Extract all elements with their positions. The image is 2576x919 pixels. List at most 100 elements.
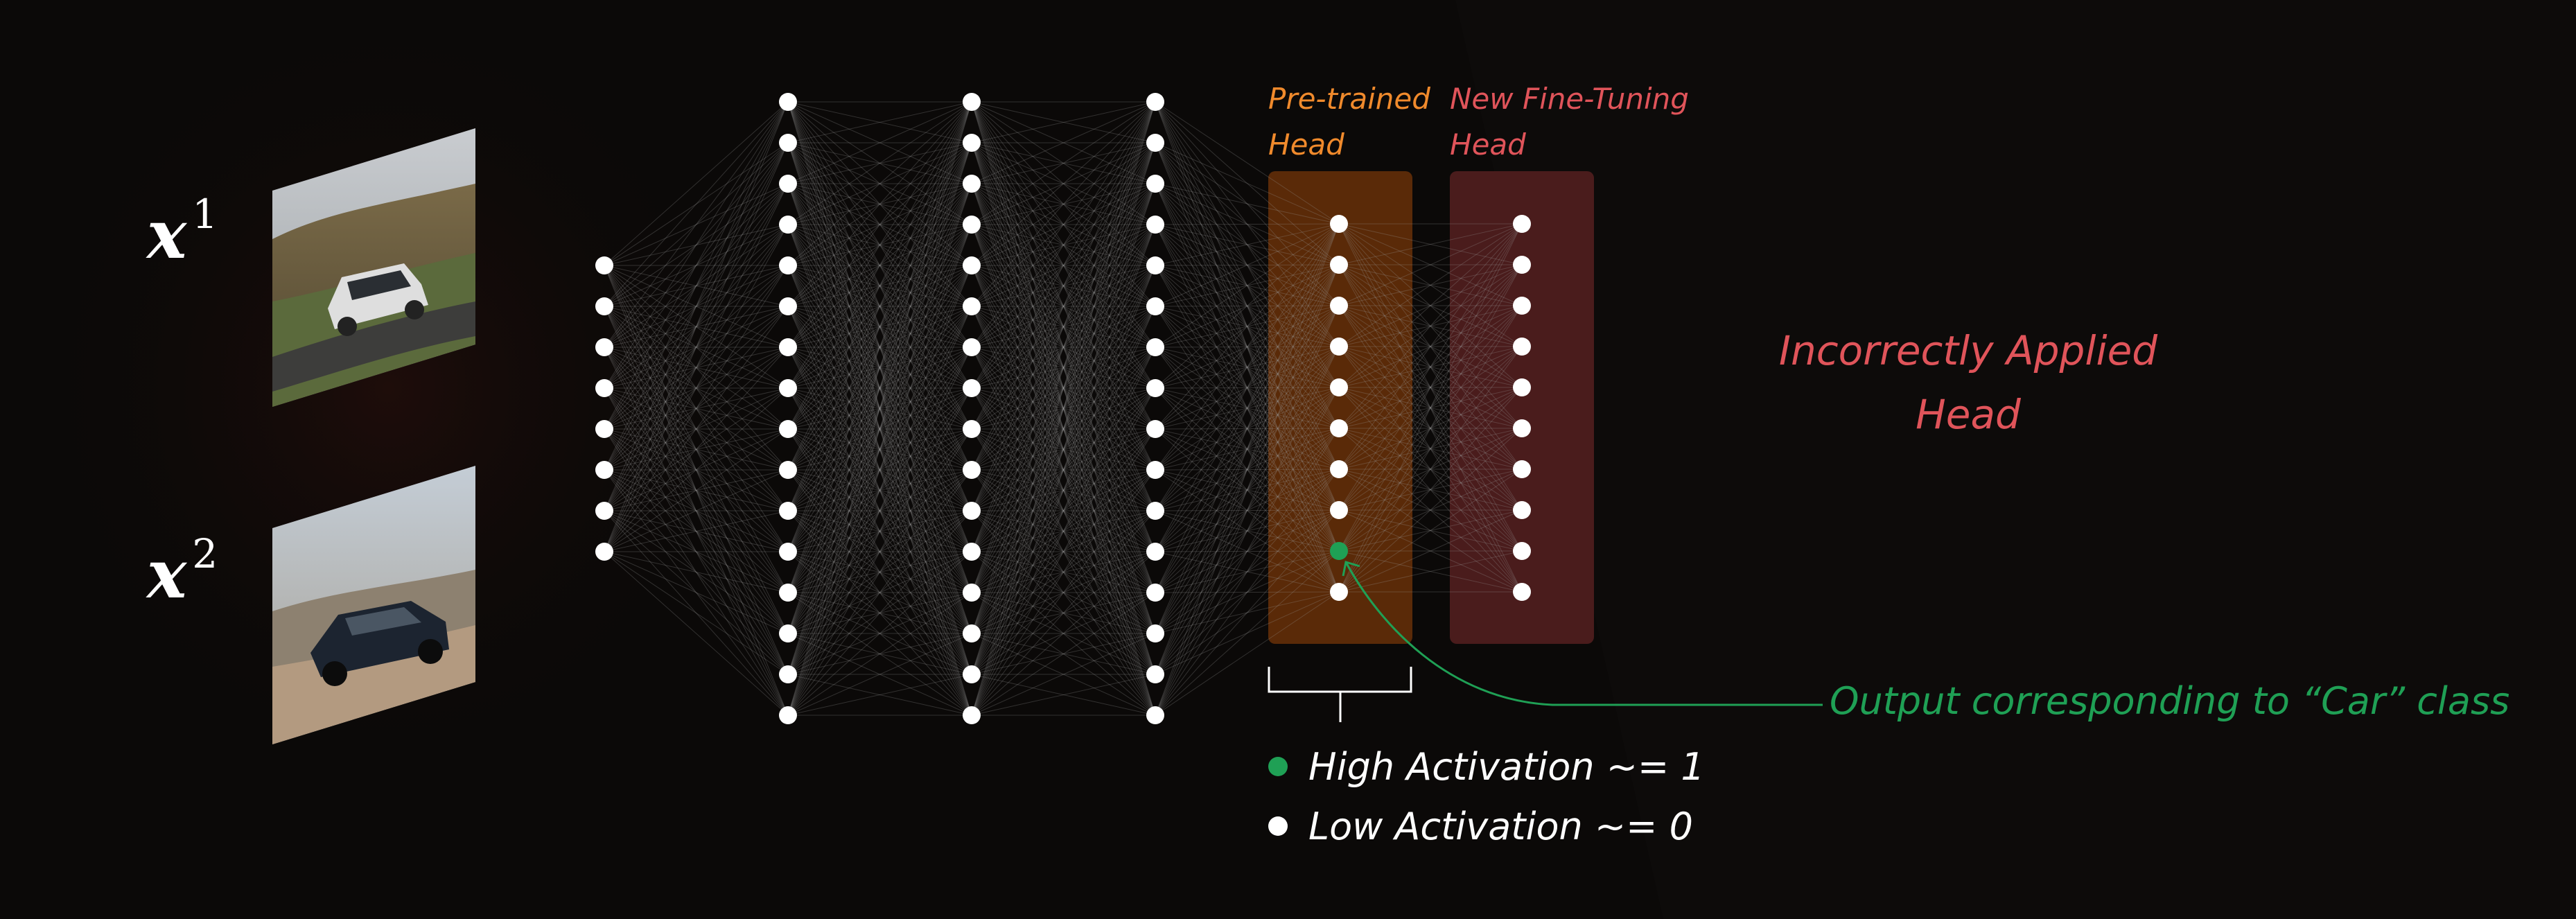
- connection-line: [604, 347, 789, 430]
- connection-line: [971, 387, 1156, 511]
- connection-line: [787, 101, 972, 307]
- layer-4-node: [1146, 216, 1164, 234]
- connection-line: [787, 428, 972, 511]
- connection-line: [787, 224, 972, 389]
- connection-line: [1155, 305, 1340, 593]
- connection-line: [971, 183, 1156, 307]
- layer-6-node: [1513, 378, 1531, 396]
- connection-line: [971, 347, 1156, 511]
- connection-line: [604, 142, 789, 511]
- connection-line: [1338, 469, 1523, 511]
- connection-line: [1338, 223, 1523, 347]
- connection-line: [604, 347, 789, 511]
- connection-line: [1155, 347, 1340, 470]
- connection-line: [1155, 509, 1340, 593]
- connection-line: [787, 551, 972, 716]
- connection-line: [787, 265, 972, 716]
- connection-line: [604, 306, 789, 430]
- connection-line: [604, 306, 789, 389]
- connection-line: [1338, 428, 1523, 511]
- car-image-2: [272, 466, 475, 744]
- connection-line: [971, 551, 1156, 634]
- connection-line: [1338, 428, 1523, 593]
- connection-line: [971, 101, 1156, 552]
- connection-line: [1155, 387, 1340, 634]
- connection-line: [1155, 346, 1340, 471]
- connection-line: [1155, 142, 1340, 593]
- connection-line: [971, 183, 1156, 389]
- arrow-head-icon: [1342, 561, 1360, 577]
- connection-line: [971, 142, 1156, 675]
- connection-line: [604, 510, 789, 552]
- connection-line: [971, 428, 1156, 511]
- connection-line: [1155, 183, 1340, 552]
- connection-line: [787, 224, 972, 266]
- connection-line: [1338, 428, 1523, 470]
- connection-line: [787, 101, 972, 184]
- connection-line: [604, 428, 789, 634]
- connection-line: [1155, 387, 1340, 675]
- connection-line: [604, 510, 789, 675]
- connection-line: [787, 387, 972, 471]
- connection-line: [787, 183, 972, 716]
- connection-line: [1155, 183, 1340, 388]
- connection-line: [971, 469, 1156, 593]
- connection-line: [1338, 387, 1523, 511]
- connection-line: [971, 224, 1156, 430]
- connection-line: [787, 183, 972, 593]
- connection-line: [787, 183, 972, 511]
- connection-line: [787, 183, 972, 675]
- connection-line: [604, 142, 789, 430]
- connection-line: [604, 306, 789, 471]
- connection-line: [971, 469, 1156, 552]
- connection-line: [604, 428, 789, 552]
- connection-line: [787, 347, 972, 430]
- connection-line: [787, 347, 972, 675]
- connection-line: [1338, 346, 1523, 511]
- connection-line: [1155, 469, 1340, 675]
- note-line2: Head: [1916, 391, 2021, 438]
- connection-line: [971, 183, 1156, 716]
- connection-line: [1155, 550, 1340, 552]
- connection-line: [787, 224, 972, 307]
- connection-line: [971, 551, 1156, 593]
- connection-line: [1155, 428, 1340, 511]
- connection-line: [971, 428, 1156, 471]
- connection-line: [604, 551, 789, 675]
- connection-line: [971, 387, 1156, 716]
- connection-line: [787, 142, 972, 716]
- connection-line: [604, 265, 789, 511]
- connection-line: [787, 510, 972, 675]
- connection-line: [971, 633, 1156, 716]
- connection-line: [1338, 387, 1523, 593]
- connection-line: [1155, 223, 1340, 593]
- connection-line: [971, 101, 1156, 511]
- connection-line: [971, 224, 1156, 471]
- connection-line: [787, 428, 972, 552]
- connection-line: [787, 265, 972, 552]
- connection-line: [1155, 346, 1340, 511]
- connection-line: [787, 347, 972, 511]
- connection-line: [787, 592, 972, 675]
- layer-4-node: [1146, 584, 1164, 602]
- connection-line: [971, 142, 1156, 307]
- connection-line: [604, 428, 789, 675]
- connection-line: [1155, 509, 1340, 716]
- connection-line: [604, 510, 789, 552]
- connection-line: [787, 101, 972, 552]
- connection-line: [971, 510, 1156, 675]
- connection-line: [787, 101, 972, 511]
- connection-line: [787, 224, 972, 511]
- connection-line: [971, 265, 1156, 716]
- connection-line: [604, 142, 789, 471]
- connection-line: [1155, 223, 1340, 430]
- connection-line: [787, 469, 972, 593]
- connection-line: [787, 142, 972, 511]
- connection-line: [1338, 264, 1523, 347]
- connection-line: [787, 101, 972, 511]
- layer-6-node: [1513, 501, 1531, 519]
- connection-line: [971, 142, 1156, 225]
- connection-line: [787, 101, 972, 184]
- connection-line: [787, 633, 972, 716]
- connection-line: [1155, 305, 1340, 552]
